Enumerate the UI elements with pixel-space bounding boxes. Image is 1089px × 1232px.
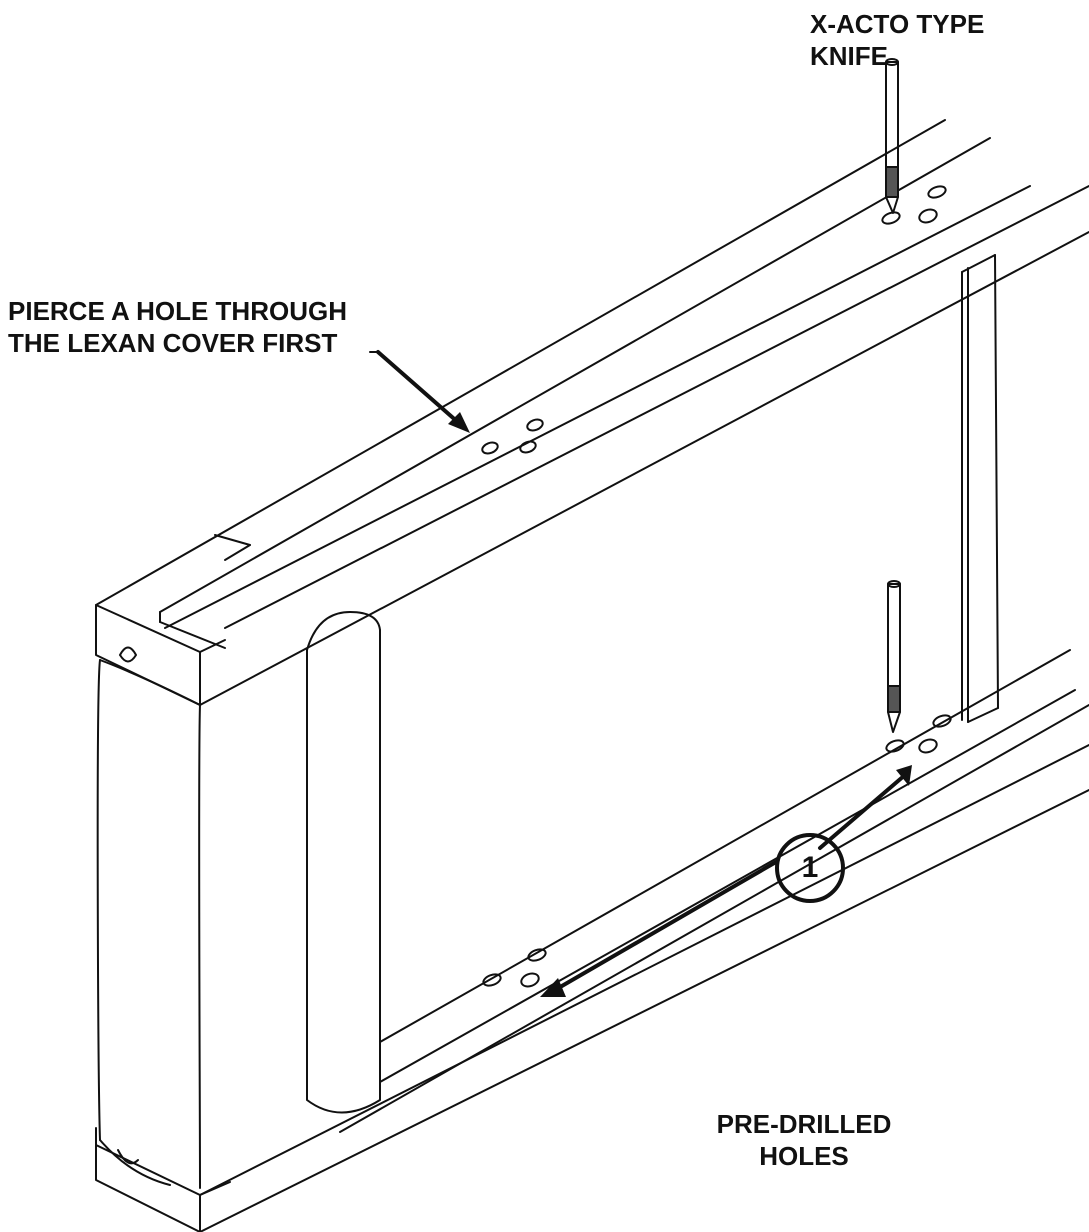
- holes-top-left: [481, 418, 544, 456]
- knife-bottom: [888, 581, 900, 732]
- pierce-arrow: [378, 352, 460, 424]
- holes-arrow-left-head: [540, 978, 566, 997]
- knife-top: [886, 59, 898, 213]
- knife-label-line2: KNIFE: [810, 41, 888, 71]
- holes-label-line2: HOLES: [759, 1141, 849, 1171]
- bottom-rail: [96, 650, 1089, 1232]
- holes-arrow-right: [820, 775, 905, 848]
- holes-arrow-left: [555, 862, 776, 990]
- pierce-arrow-head: [448, 412, 470, 433]
- knife-label-line1: X-ACTO TYPE: [810, 9, 985, 39]
- end-roller: [98, 648, 200, 1189]
- holes-top-right: [881, 184, 947, 226]
- holes-bottom-right: [885, 713, 952, 754]
- knife-label: X-ACTO TYPE KNIFE: [810, 8, 984, 72]
- holes-arrow-right-head: [896, 765, 912, 786]
- callout-circle: [777, 835, 843, 901]
- top-rail: [96, 120, 1089, 705]
- arrows: [370, 352, 905, 990]
- pierce-label-line1: PIERCE A HOLE THROUGH: [8, 296, 347, 326]
- callout-number: 1: [801, 851, 819, 884]
- holes-bottom-left: [482, 947, 547, 988]
- idler-roller: [307, 612, 380, 1113]
- pierce-label-line2: THE LEXAN COVER FIRST: [8, 328, 338, 358]
- holes-label-line1: PRE-DRILLED: [716, 1109, 892, 1139]
- holes-label: PRE-DRILLED HOLES: [696, 1108, 912, 1172]
- vertical-post: [962, 255, 998, 722]
- pierce-label: PIERCE A HOLE THROUGH THE LEXAN COVER FI…: [8, 295, 347, 359]
